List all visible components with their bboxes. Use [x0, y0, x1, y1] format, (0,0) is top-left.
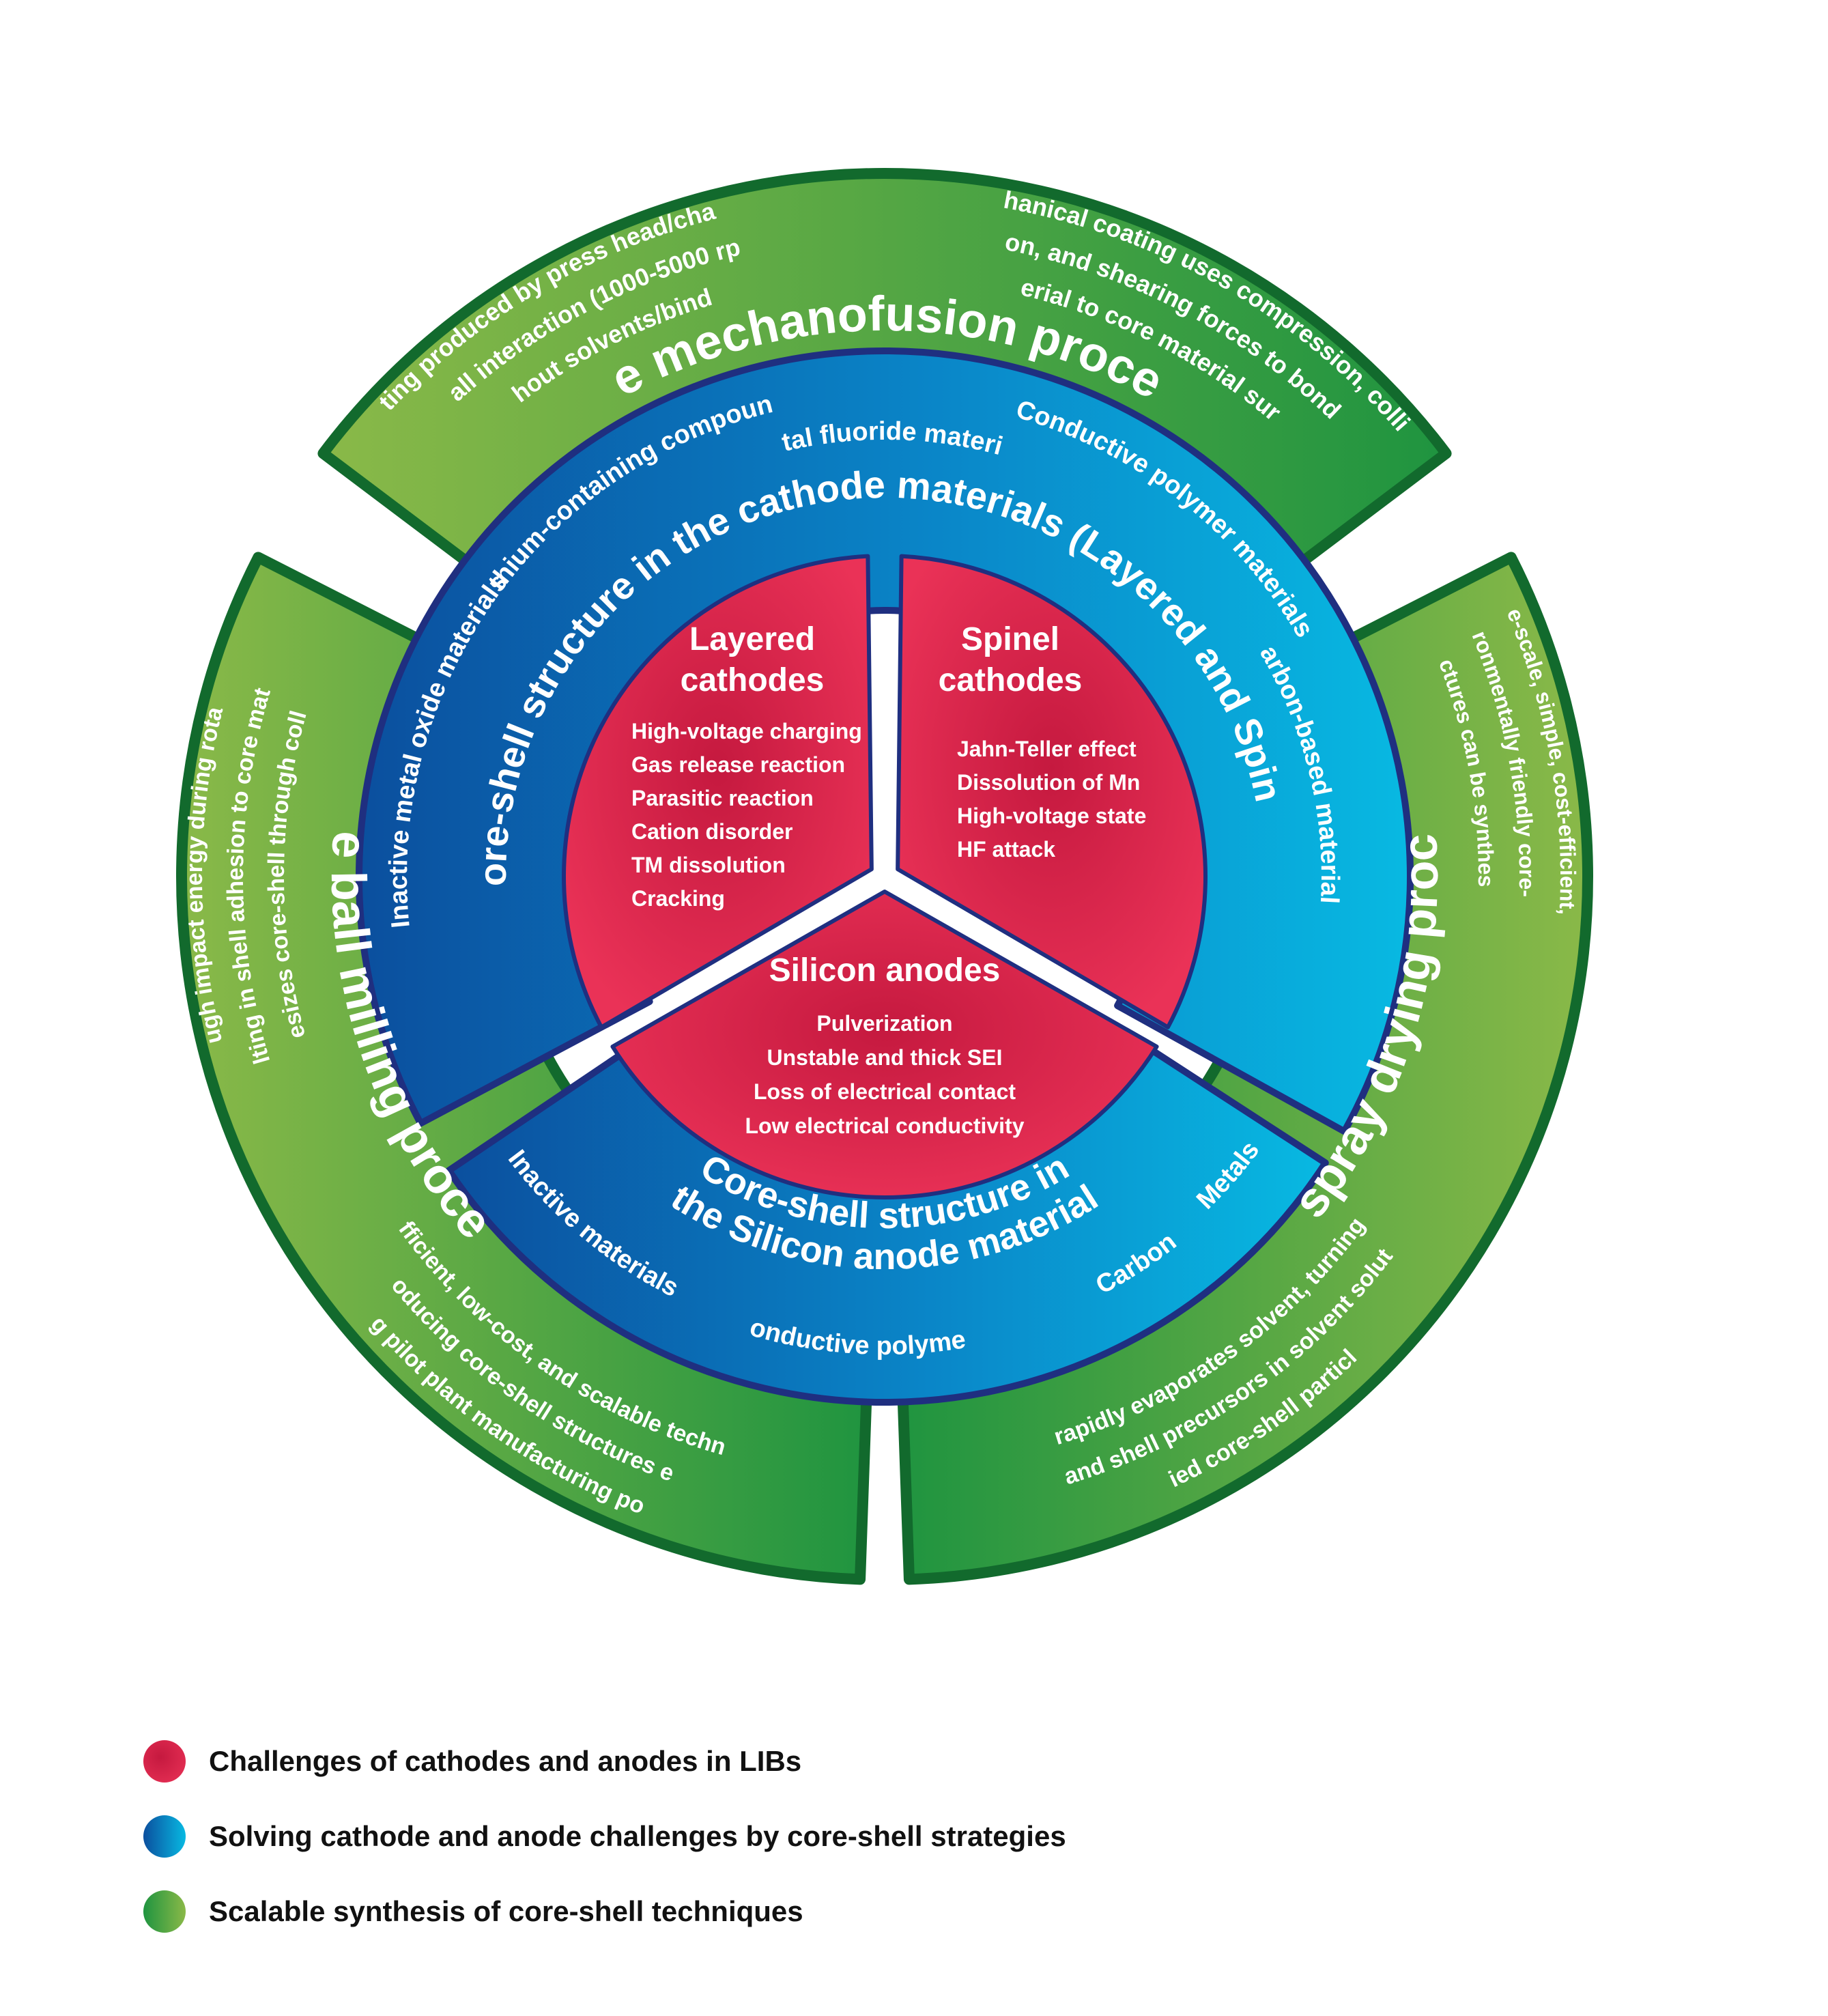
mechanofusion-text-line: without solvents/binders — [0, 0, 715, 408]
silicon-challenge-item: Low electrical conductivity — [745, 1113, 1025, 1138]
legend-item-solutions: Solving cathode and anode challenges by … — [143, 1809, 1066, 1864]
layered-cathode-lobe — [562, 554, 874, 1030]
ball-milling-text-line: through impact energy during rotation — [0, 0, 228, 1046]
spinel-challenge-item: High-voltage state — [957, 804, 1146, 828]
core-text: Layered cathodes High-voltage chargingGa… — [631, 621, 1146, 1138]
green-circle-icon — [143, 1890, 186, 1933]
spinel-challenge-item: Dissolution of Mn — [957, 770, 1140, 795]
layered-challenge-item: Cation disorder — [631, 819, 792, 844]
silicon-challenge-item: Pulverization — [816, 1011, 952, 1036]
ball-milling-text-line: resulting in shell adhesion to core mate… — [0, 0, 276, 1067]
layered-title-1: Layered — [689, 621, 815, 657]
spinel-title-1: Spinel — [961, 621, 1059, 657]
silicon-challenge-item: Unstable and thick SEI — [767, 1045, 1003, 1070]
red-core — [562, 554, 1208, 1199]
spinel-title-2: cathodes — [939, 662, 1083, 698]
layered-challenge-item: Cracking — [631, 886, 725, 911]
silicon-challenge-item: Loss of electrical contact — [754, 1079, 1016, 1104]
legend-item-challenges: Challenges of cathodes and anodes in LIB… — [143, 1734, 801, 1789]
layered-title-2: cathodes — [681, 662, 825, 698]
silicon-title: Silicon anodes — [769, 952, 1001, 989]
ball-milling-text-line: Synthesizes core-shell through collision… — [0, 0, 312, 1041]
spinel-cathode-lobe — [896, 554, 1208, 1030]
layered-challenge-item: TM dissolution — [631, 853, 786, 877]
legend-label: Scalable synthesis of core-shell techniq… — [209, 1895, 803, 1927]
legend-label: Solving cathode and anode challenges by … — [209, 1820, 1066, 1852]
layered-challenge-item: Gas release reaction — [631, 752, 845, 777]
layered-challenge-item: High-voltage charging — [631, 719, 862, 743]
layered-challenge-item: Parasitic reaction — [631, 786, 814, 810]
red-circle-icon — [143, 1740, 186, 1783]
spinel-challenge-item: Jahn-Teller effect — [957, 737, 1137, 761]
silicon-anode-lobe — [610, 890, 1159, 1199]
blue-circle-icon — [143, 1815, 186, 1858]
spinel-challenge-item: HF attack — [957, 837, 1055, 862]
legend-item-synthesis: Scalable synthesis of core-shell techniq… — [143, 1884, 803, 1939]
legend-label: Challenges of cathodes and anodes in LIB… — [209, 1745, 802, 1777]
